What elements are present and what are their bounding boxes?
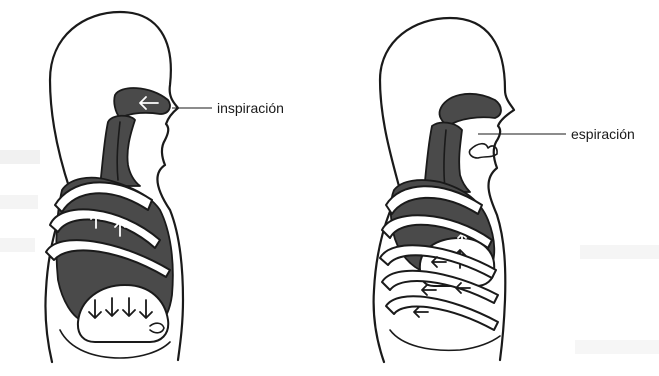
nasal-cavity: [439, 94, 501, 126]
label-inspiration: inspiración: [217, 100, 284, 116]
label-expiration: espiración: [571, 126, 635, 142]
inspiration-figure: [45, 12, 212, 362]
expiration-figure: [374, 18, 566, 362]
left-arrow-icon: [414, 307, 428, 317]
